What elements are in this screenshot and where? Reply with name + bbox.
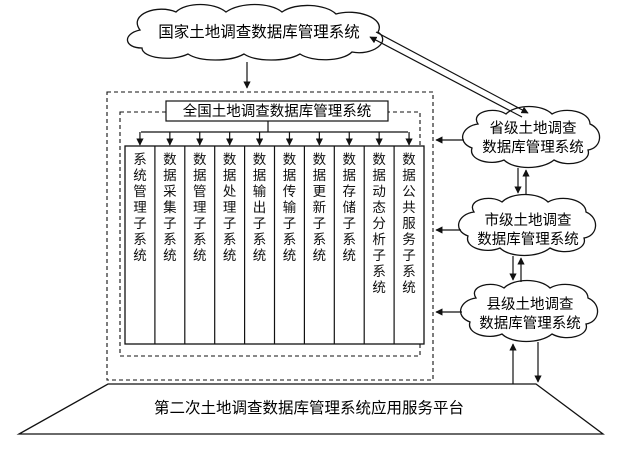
city-system-line1: 市级土地调查 xyxy=(485,212,572,229)
county-system-line2: 数据库管理系统 xyxy=(479,315,581,332)
province-system-cloud: 省级土地调查 数据库管理系统 xyxy=(462,105,601,169)
arrow-province-to-national xyxy=(369,36,523,118)
province-system-line1: 省级土地调查 xyxy=(490,120,577,137)
national-system-cloud: 国家土地调查数据库管理系统 xyxy=(126,3,384,61)
overall-system-label: 全国土地调查数据库管理系统 xyxy=(183,102,372,120)
subsystem-label: 数据公共服务子系统 xyxy=(402,152,416,296)
platform-label: 第二次土地调查数据库管理系统应用服务平台 xyxy=(154,398,464,417)
city-system-cloud: 市级土地调查 数据库管理系统 xyxy=(458,193,597,257)
overall-system-box: 全国土地调查数据库管理系统 xyxy=(165,100,389,122)
national-system-label: 国家土地调查数据库管理系统 xyxy=(158,23,360,41)
branch-arrows xyxy=(136,132,413,146)
subsystem-dividers xyxy=(154,146,395,344)
subsystem-label: 数据动态分析子系统 xyxy=(372,152,386,296)
subsystem-label: 数据存储子系统 xyxy=(342,152,357,264)
subsystem-label: 系统管理子系统 xyxy=(133,152,147,264)
outer-dashed-box xyxy=(106,91,434,381)
county-system-line1: 县级土地调查 xyxy=(487,296,574,313)
platform-parallelogram: 第二次土地调查数据库管理系统应用服务平台 xyxy=(16,383,605,435)
subsystem-label: 数据采集子系统 xyxy=(163,152,177,264)
subsystem-label: 数据输出子系统 xyxy=(252,152,267,264)
province-system-line2: 数据库管理系统 xyxy=(482,139,584,156)
subsystem-label: 数据管理子系统 xyxy=(193,152,207,264)
county-system-cloud: 县级土地调查 数据库管理系统 xyxy=(460,279,599,343)
subsystem-label: 数据更新子系统 xyxy=(312,152,327,264)
subsystem-label: 数据传输子系统 xyxy=(282,152,297,264)
subsystem-label: 数据处理子系统 xyxy=(222,152,237,264)
city-system-line2: 数据库管理系统 xyxy=(477,231,579,248)
arrow-national-to-province xyxy=(375,31,529,114)
